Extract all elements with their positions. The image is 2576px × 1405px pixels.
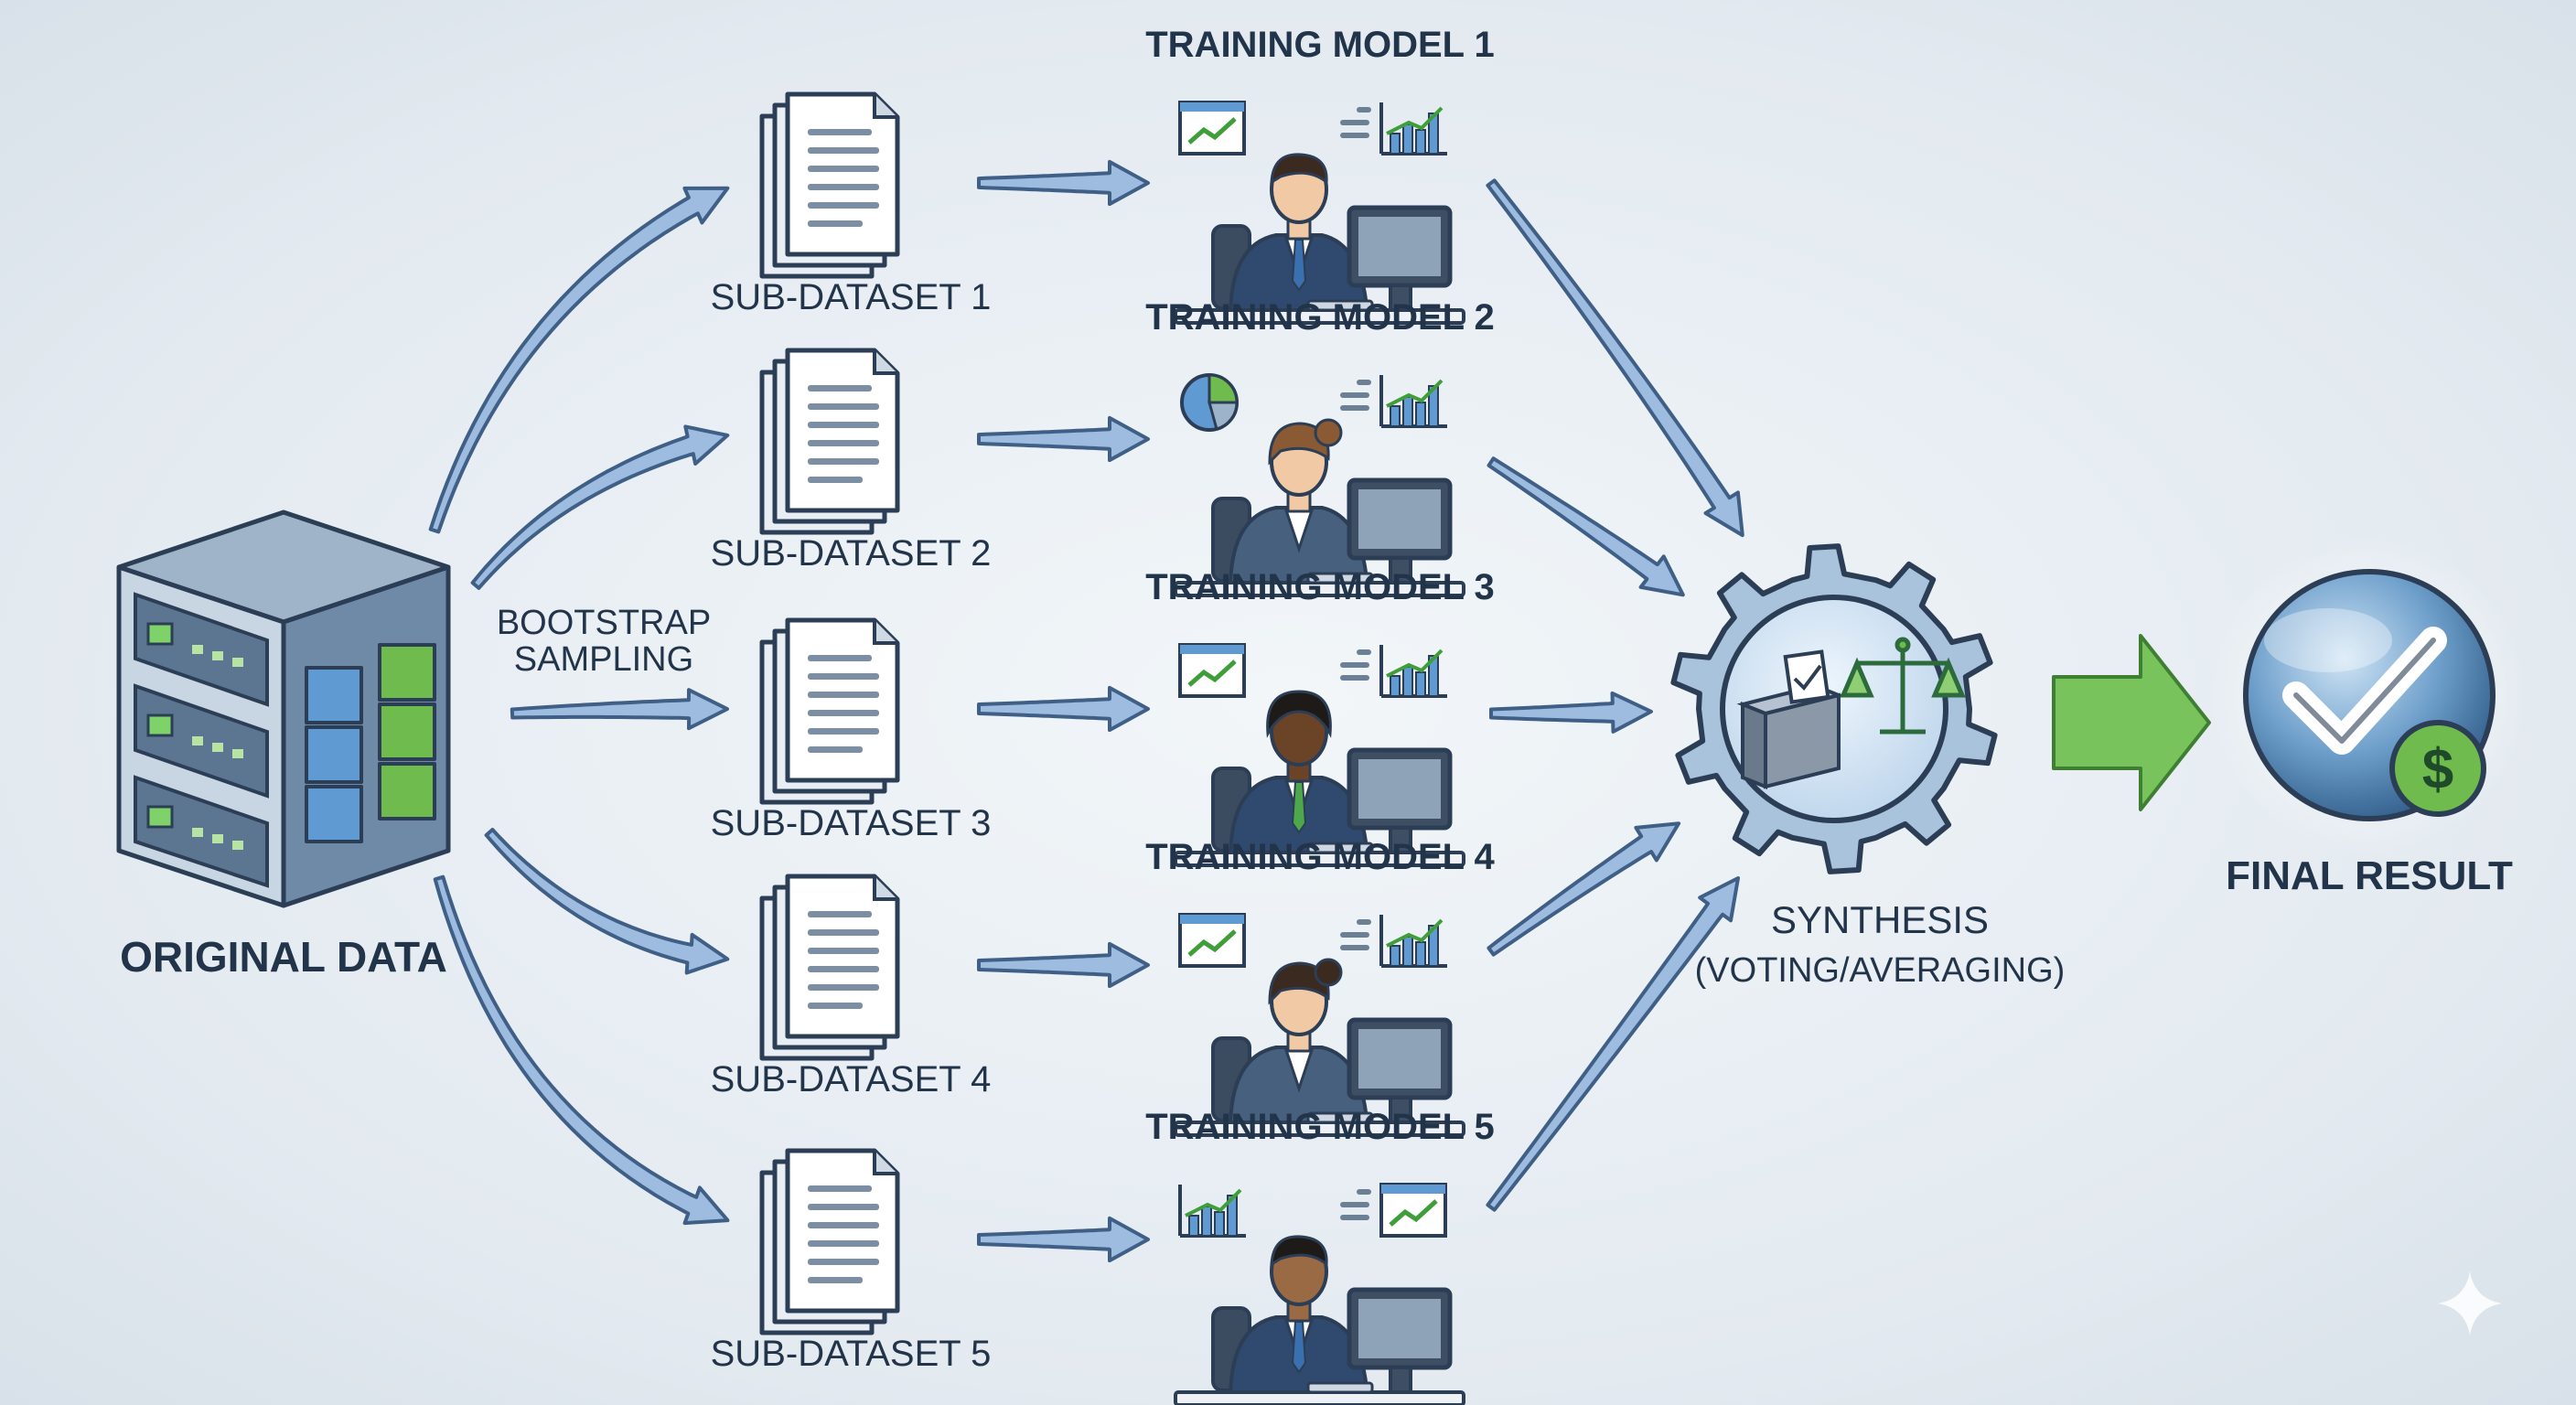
- notes-icon: [1340, 1189, 1371, 1220]
- document-stack-icon: [759, 91, 900, 279]
- analyst-at-computer-icon: [1174, 958, 1465, 1137]
- document-stack-icon: [759, 348, 900, 535]
- sub-dataset-column: SUB-DATASET 1 SUB-DATASET 2 SUB-DATASET 3 S…: [711, 91, 992, 1374]
- sampling-arrow-2: [470, 424, 730, 590]
- sub-dataset-label: SUB-DATASET 2: [711, 533, 992, 574]
- aggregate-arrow-2: [1487, 456, 1685, 597]
- train-arrow-1: [977, 159, 1150, 207]
- analyst-at-computer-icon: [1174, 1235, 1465, 1405]
- analyst-at-computer-icon: [1174, 418, 1465, 597]
- training-model-column: TRAINING MODEL 1 TRAINING MODEL 2 TRAINING…: [1145, 25, 1496, 1405]
- flow-arrows: [428, 159, 1744, 1263]
- monitor-icon: [1347, 477, 1453, 587]
- bar-chart-icon: [1379, 645, 1447, 698]
- document-stack-icon: [759, 617, 900, 805]
- original-data-label: ORIGINAL DATA: [120, 933, 447, 981]
- sub-dataset-label: SUB-DATASET 1: [711, 277, 992, 317]
- train-arrow-3: [977, 685, 1150, 733]
- train-arrow-2: [977, 415, 1150, 463]
- sub-dataset-1: SUB-DATASET 1: [711, 91, 992, 317]
- sampling-arrow-1: [428, 186, 730, 534]
- train-arrow-5: [977, 1216, 1150, 1263]
- server-icon: [116, 509, 451, 908]
- line-chart-icon: [1178, 643, 1246, 698]
- aggregate-arrow-5: [1486, 876, 1740, 1212]
- synthesis-label: SYNTHESIS: [1771, 898, 1989, 941]
- notes-icon: [1340, 919, 1371, 950]
- training-model-2: TRAINING MODEL 2: [1145, 297, 1495, 597]
- train-arrow-4: [977, 941, 1150, 989]
- result-arrow: [2052, 634, 2211, 811]
- training-model-label: TRAINING MODEL 4: [1145, 837, 1495, 877]
- sampling-label-line2: SAMPLING: [514, 640, 693, 679]
- training-model-5: TRAINING MODEL 5: [1145, 1107, 1495, 1405]
- sampling-arrow-4: [484, 828, 730, 975]
- bar-chart-icon: [1178, 1185, 1246, 1238]
- training-model-label: TRAINING MODEL 3: [1145, 567, 1495, 607]
- analyst-at-computer-icon: [1174, 690, 1465, 867]
- training-model-label: TRAINING MODEL 5: [1145, 1107, 1495, 1147]
- sub-dataset-4: SUB-DATASET 4: [711, 874, 992, 1099]
- sampling-arrow-3: [510, 688, 729, 731]
- training-model-4: TRAINING MODEL 4: [1145, 837, 1496, 1137]
- balance-scale-icon: [1840, 637, 1966, 735]
- final-result-label: FINAL RESULT: [2226, 853, 2513, 898]
- dollar-icon: $: [2389, 720, 2486, 817]
- aggregate-arrow-1: [1486, 178, 1744, 538]
- line-chart-icon: [1178, 913, 1246, 968]
- bar-chart-icon: [1379, 915, 1447, 968]
- document-stack-icon: [759, 1148, 900, 1335]
- synthesis-gear-icon: [1670, 543, 1998, 874]
- synthesis-method-label: (VOTING/AVERAGING): [1695, 951, 2066, 990]
- line-chart-icon: [1178, 101, 1246, 156]
- ballot-box-icon: [1736, 649, 1845, 789]
- training-model-label: TRAINING MODEL 1: [1145, 25, 1495, 65]
- sub-dataset-2: SUB-DATASET 2: [711, 348, 992, 574]
- notes-icon: [1340, 649, 1371, 681]
- line-chart-icon: [1379, 1183, 1447, 1238]
- bar-chart-icon: [1379, 375, 1447, 428]
- monitor-icon: [1347, 1287, 1453, 1397]
- sub-dataset-5: SUB-DATASET 5: [711, 1148, 992, 1374]
- aggregate-arrow-4: [1487, 821, 1681, 957]
- analyst-at-computer-icon: [1174, 153, 1465, 325]
- pie-chart-icon: [1180, 373, 1239, 432]
- notes-icon: [1340, 380, 1371, 411]
- sub-dataset-3: SUB-DATASET 3: [711, 617, 992, 843]
- notes-icon: [1340, 107, 1371, 138]
- svg-text:$: $: [2422, 738, 2453, 801]
- monitor-icon: [1347, 1017, 1453, 1127]
- sparkle-icon: [2438, 1271, 2502, 1335]
- sub-dataset-label: SUB-DATASET 5: [711, 1334, 992, 1374]
- sub-dataset-label: SUB-DATASET 4: [711, 1059, 992, 1099]
- monitor-icon: [1347, 205, 1453, 315]
- monitor-icon: [1347, 747, 1453, 857]
- sampling-arrow-5: [433, 874, 730, 1226]
- training-model-3: TRAINING MODEL 3: [1145, 567, 1495, 867]
- sampling-label-line1: BOOTSTRAP: [497, 604, 711, 642]
- final-result-orb: $: [2209, 535, 2529, 855]
- document-stack-icon: [759, 874, 900, 1061]
- training-model-1: TRAINING MODEL 1: [1145, 25, 1495, 325]
- bar-chart-icon: [1379, 102, 1447, 156]
- training-model-label: TRAINING MODEL 2: [1145, 297, 1495, 338]
- sub-dataset-label: SUB-DATASET 3: [711, 803, 992, 843]
- aggregate-arrow-3: [1489, 691, 1653, 734]
